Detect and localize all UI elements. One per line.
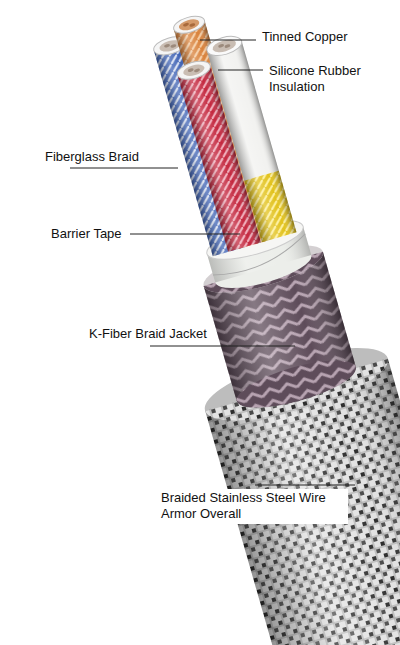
part-label: K-Fiber Braid Jacket: [86, 325, 210, 343]
part-label: Silicone Rubber Insulation: [266, 62, 384, 97]
part-label: Fiberglass Braid: [42, 148, 142, 166]
part-label: Tinned Copper: [259, 28, 351, 46]
part-label: Braided Stainless Steel Wire Armor Overa…: [158, 489, 348, 524]
leader-lines: [70, 40, 355, 485]
part-label: Barrier Tape: [48, 225, 125, 243]
